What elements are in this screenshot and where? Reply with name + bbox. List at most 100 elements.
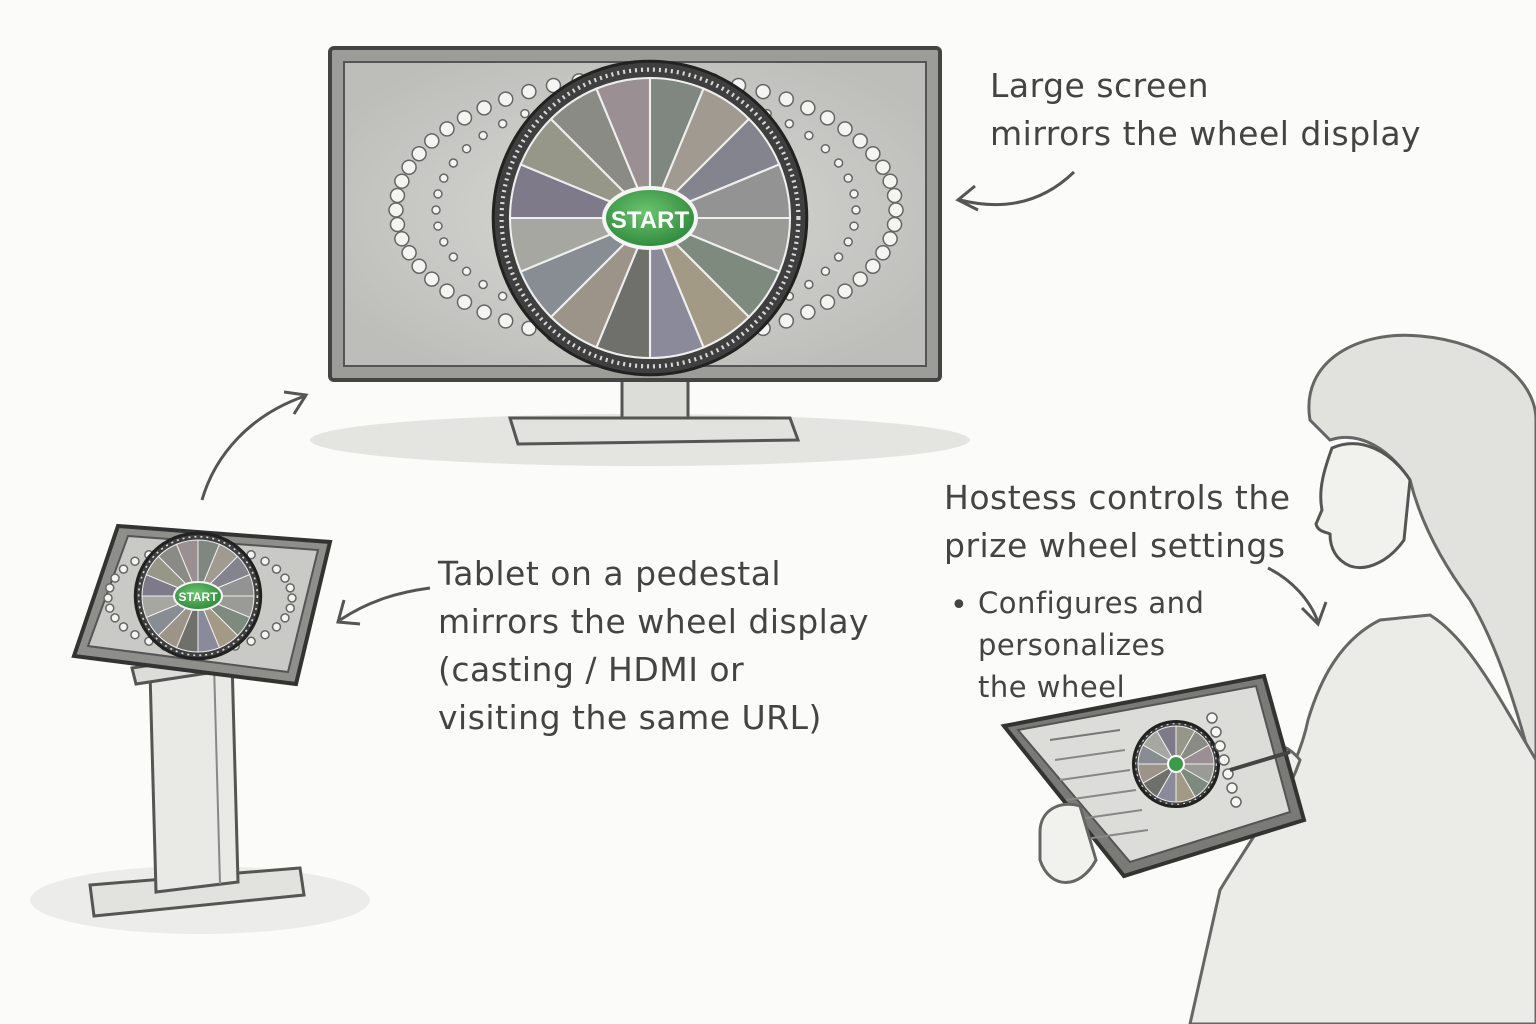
hostess-body: [1188, 613, 1536, 1024]
marquee-bulb: [271, 622, 282, 632]
wheel-rim-lights: [499, 67, 801, 369]
label-hostess-bullet: Configures and personalizes the wheel: [978, 582, 1204, 708]
settings-preview-center: [1167, 755, 1185, 773]
marquee-bulb: [755, 83, 771, 100]
settings-checkbox: [1206, 712, 1218, 724]
arrowhead-tablet-to-monitor: [283, 390, 309, 415]
marquee-bulb: [843, 173, 853, 183]
marquee-bulb: [448, 252, 459, 262]
marquee-bulb: [401, 245, 417, 261]
arrow-to-pedestal-tablet: [339, 586, 431, 622]
marquee-bulb: [875, 245, 891, 261]
start-button-large[interactable]: [602, 186, 698, 250]
label-tablet-pedestal: Tablet on a pedestal mirrors the wheel d…: [438, 550, 869, 742]
marquee-bulb: [837, 283, 853, 299]
marquee-bulb: [865, 258, 881, 275]
marquee-bulb: [285, 583, 295, 593]
marquee-bulb: [118, 564, 129, 574]
marquee-bulb: [280, 573, 290, 583]
marquee-bulb: [401, 159, 417, 175]
marquee-bulb: [389, 187, 406, 204]
settings-checkboxes[interactable]: [1206, 712, 1242, 808]
marquee-bulb: [271, 564, 282, 574]
marquee-bulb: [800, 304, 816, 320]
bullet-dot: •: [950, 588, 968, 623]
marquee-bulb: [103, 593, 113, 603]
marquee-bulb: [476, 304, 492, 320]
marquee-bulb: [778, 91, 795, 107]
marquee-bulb: [852, 271, 868, 287]
marquee-bulb: [439, 121, 455, 137]
wheel-rim-lights: [137, 535, 259, 657]
pedestal-tablet: START: [30, 523, 370, 934]
arrow-to-large-screen: [959, 170, 1076, 207]
marquee-bulb: [820, 266, 831, 277]
marquee-bulb: [411, 258, 427, 275]
marquee-bulb: [800, 100, 816, 116]
marquee-bulb: [260, 556, 270, 566]
settings-checkbox: [1218, 754, 1230, 766]
marquee-bulb: [820, 143, 831, 154]
marquee-bulb: [804, 130, 814, 141]
label-hostess: Hostess controls the prize wheel setting…: [944, 474, 1291, 570]
marquee-bulb: [280, 613, 290, 623]
marquee-bulb: [804, 279, 814, 290]
marquee-bulb: [394, 173, 410, 189]
wheel-segment: [1174, 744, 1215, 765]
marquee-bulb: [433, 189, 443, 199]
marquee-bulb: [461, 143, 472, 154]
wheel-rim-lights: [1135, 723, 1217, 805]
label-large-screen-line2: mirrors the wheel display: [990, 114, 1422, 153]
hostess-face: [1314, 442, 1412, 569]
marquee-bulb: [819, 294, 836, 310]
label-hostess-line2: prize wheel settings: [944, 526, 1286, 565]
marquee-bulb: [439, 237, 449, 247]
marquee-bulb: [110, 613, 120, 623]
settings-checkbox: [1214, 740, 1226, 752]
start-button-tablet[interactable]: [173, 581, 223, 611]
label-tablet-line3: (casting / HDMI or: [438, 650, 745, 689]
marquee-bulb: [852, 133, 868, 149]
arrowhead-pedestal-tablet: [336, 599, 361, 626]
marquee-bulb: [456, 110, 473, 126]
marquee-bulb: [849, 189, 859, 199]
marquee-bulb: [843, 237, 853, 247]
marquee-bulb: [521, 83, 537, 100]
marquee-bulb: [478, 279, 488, 290]
marquee-bulb: [520, 108, 530, 119]
marquee-bulb: [851, 205, 861, 215]
marquee-bulb: [784, 119, 795, 129]
label-tablet-line4: visiting the same URL): [438, 698, 822, 737]
label-tablet-line1: Tablet on a pedestal: [438, 554, 782, 593]
arrow-tablet-to-monitor: [200, 394, 306, 501]
marquee-bulb: [105, 603, 115, 613]
start-label-tablet: START: [178, 590, 218, 604]
arrowhead-large-screen: [955, 184, 979, 212]
marquee-bulb: [497, 313, 514, 329]
marquee-bulb: [478, 130, 488, 141]
marquee-bulb: [833, 252, 844, 262]
marquee-bulb: [497, 91, 514, 107]
label-bullet-line3: the wheel: [978, 670, 1126, 704]
marquee-bulb: [287, 593, 297, 603]
hostess-figure: [1000, 333, 1536, 1024]
label-bullet-line1: Configures and: [978, 586, 1205, 620]
marquee-bulb: [246, 636, 256, 646]
marquee-bulb: [439, 283, 455, 299]
prize-wheel-settings-preview[interactable]: [1131, 719, 1221, 809]
label-bullet-line2: personalizes: [978, 628, 1166, 662]
marquee-bulb: [521, 320, 537, 337]
marquee-bulb: [882, 231, 898, 247]
large-monitor: START: [310, 46, 970, 466]
marquee-bulb: [394, 231, 410, 247]
monitor-stand-base: [507, 416, 801, 446]
marquee-bulb: [882, 173, 898, 189]
marquee-bulb: [833, 158, 844, 168]
label-large-screen: Large screen mirrors the wheel display: [990, 62, 1421, 158]
marquee-bulb: [886, 187, 903, 204]
label-tablet-line2: mirrors the wheel display: [438, 602, 870, 641]
marquee-bulb: [424, 271, 440, 287]
marquee-bulb: [875, 159, 891, 175]
settings-checkbox: [1226, 782, 1238, 794]
